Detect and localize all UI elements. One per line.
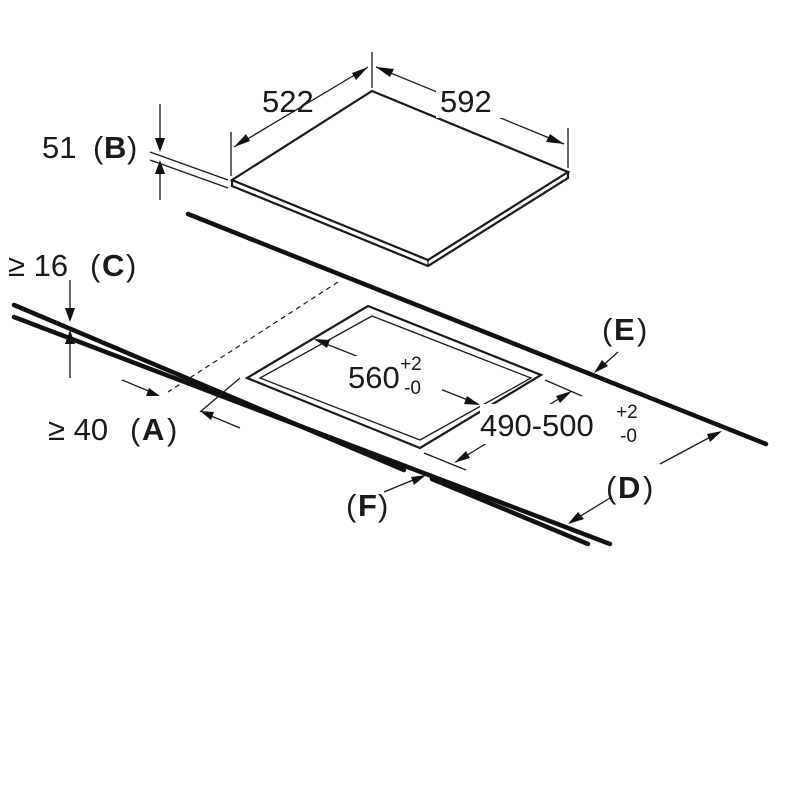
- pointer-d: [568, 431, 722, 524]
- cutout-width-tol-plus: +2: [400, 354, 422, 375]
- pointer-e: [594, 351, 619, 373]
- cutout-width-tol-minus: -0: [404, 378, 421, 399]
- pointer-f: [383, 475, 426, 493]
- hob-depth-label: 522: [262, 84, 314, 119]
- min-thickness-value: ≥ 16: [8, 248, 68, 283]
- svg-text:(: (: [130, 412, 141, 447]
- hob-height-value: 51: [42, 130, 76, 165]
- svg-text:): ): [643, 470, 653, 505]
- worktop-thickness-dimension: [65, 280, 75, 378]
- cutout-depth-value: 490-500: [480, 408, 594, 443]
- label-d: D: [618, 470, 640, 505]
- svg-text:): ): [167, 412, 177, 447]
- svg-text:): ): [126, 248, 136, 283]
- hob-height-dimension: [149, 104, 229, 200]
- label-e: E: [614, 312, 635, 347]
- worktop-drawing: [11, 211, 769, 547]
- svg-text:(: (: [606, 470, 617, 505]
- label-b: B: [104, 130, 126, 165]
- svg-text:): ): [378, 488, 388, 523]
- worktop-front-bottom-edge: [11, 314, 613, 547]
- cutout-width-value: 560: [348, 360, 400, 395]
- svg-text:): ): [127, 130, 137, 165]
- hob-drawing: [229, 89, 571, 268]
- cutout-depth-tol-minus: -0: [620, 426, 637, 447]
- label-a: A: [142, 412, 164, 447]
- worktop-cutout: [244, 304, 544, 450]
- worktop-back-edge: [185, 211, 769, 447]
- svg-text:): ): [637, 312, 647, 347]
- cutout-depth-tol-plus: +2: [616, 402, 638, 423]
- svg-text:(: (: [90, 248, 101, 283]
- svg-text:(: (: [602, 312, 613, 347]
- label-f: F: [358, 488, 377, 523]
- svg-text:(: (: [93, 130, 104, 165]
- min-front-distance-value: ≥ 40: [48, 412, 108, 447]
- label-c: C: [102, 248, 124, 283]
- hob-width-label: 592: [440, 84, 492, 119]
- front-distance-dimension: [121, 377, 241, 429]
- svg-text:(: (: [346, 488, 357, 523]
- hidden-line: [167, 281, 339, 393]
- hob-depth-dimension: [230, 52, 373, 176]
